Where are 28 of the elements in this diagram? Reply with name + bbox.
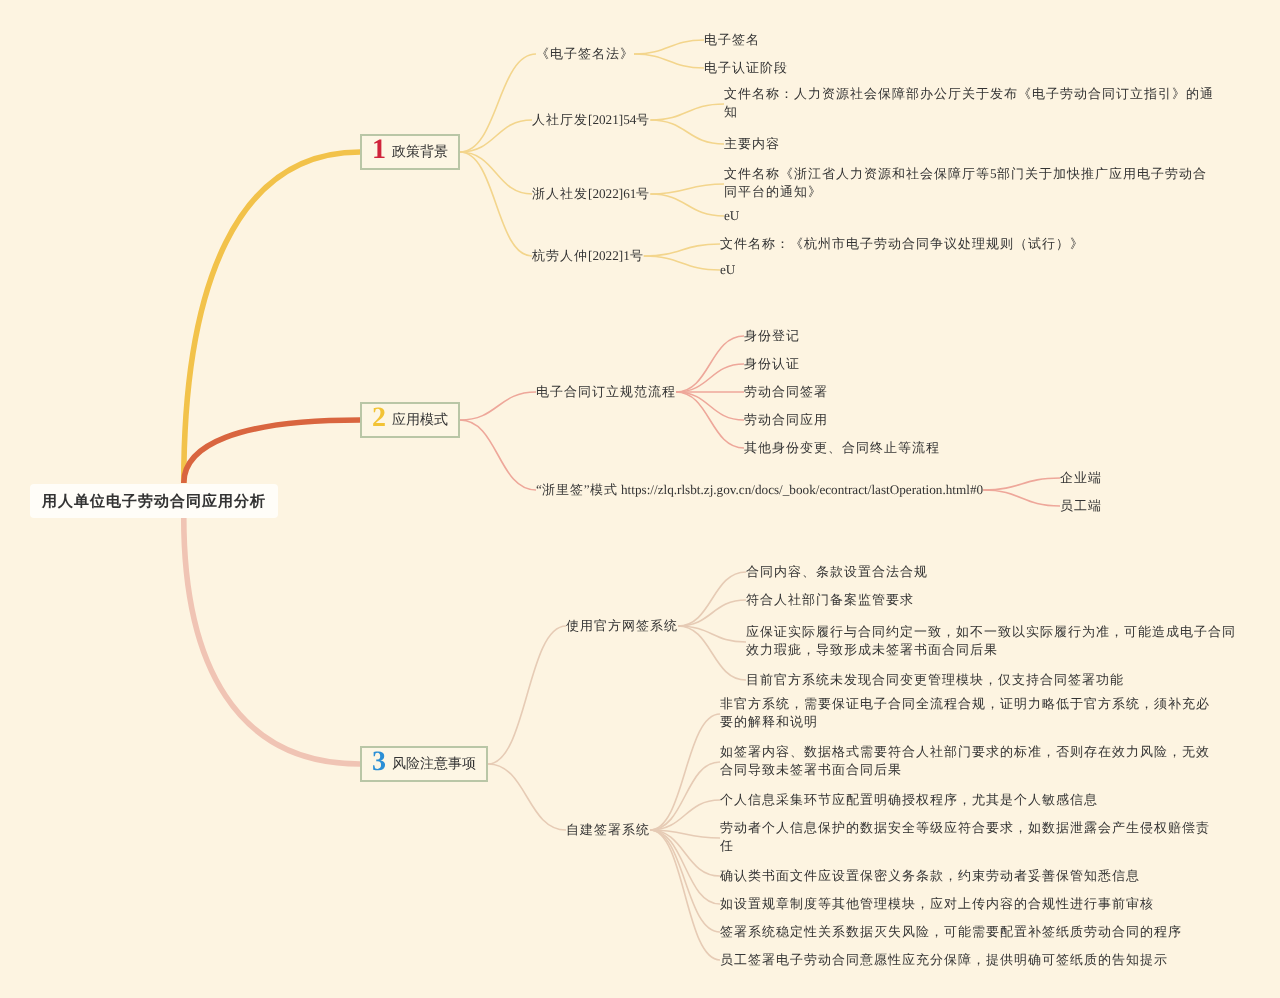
connector-line — [677, 625, 747, 643]
connector-line — [649, 119, 725, 145]
topic-number: 2 — [372, 406, 386, 434]
topic-box — [360, 746, 488, 782]
connector-line — [643, 255, 721, 271]
connector-line — [677, 625, 747, 681]
connector-line — [649, 713, 721, 831]
connector-line — [487, 625, 567, 765]
connector-line — [633, 53, 705, 69]
connector-line — [459, 391, 537, 421]
connector-line — [459, 151, 533, 195]
topic-number: 3 — [372, 750, 386, 778]
connector-line — [982, 489, 1061, 507]
connector-line — [649, 829, 721, 961]
connector-line — [181, 417, 361, 484]
connector-line — [459, 119, 533, 153]
topic-box — [360, 402, 460, 438]
connector-line — [487, 763, 567, 831]
connector-line — [675, 391, 745, 421]
connector-line — [649, 193, 725, 217]
connector-line — [459, 419, 537, 491]
topic-number: 1 — [372, 138, 386, 166]
connector-line — [649, 829, 721, 839]
connector-line — [459, 151, 533, 257]
connector-line — [459, 53, 537, 153]
connector-line — [180, 516, 361, 767]
connector-line — [675, 391, 745, 449]
topic-box — [360, 134, 460, 170]
